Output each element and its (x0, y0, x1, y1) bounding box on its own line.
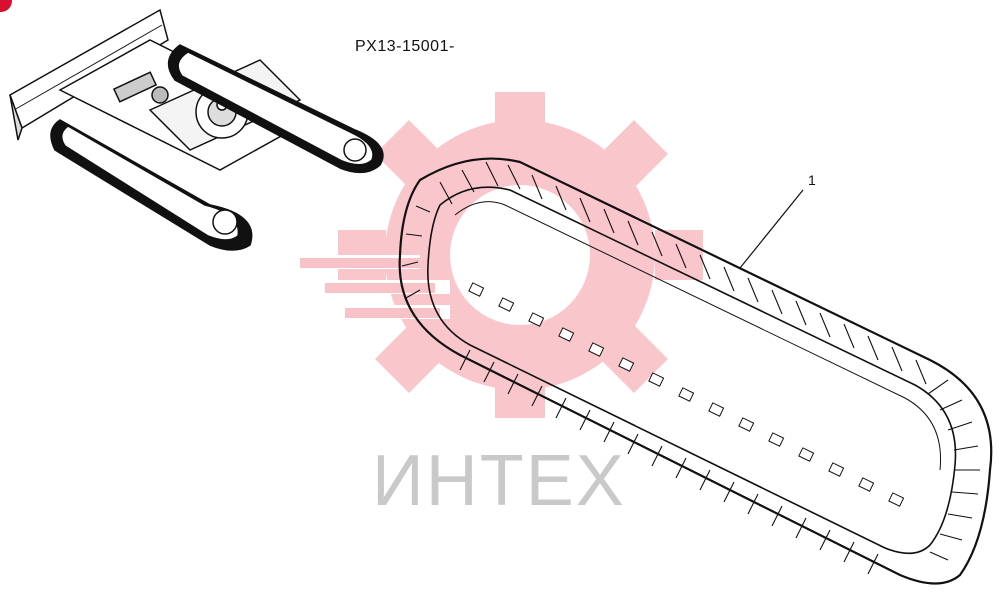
callout-number-1: 1 (808, 172, 816, 188)
watermark-text: ИНТЕХ (372, 441, 626, 521)
watermark-stripes (300, 258, 440, 318)
part-code-label: PX13-15001- (355, 38, 455, 55)
callout-leader-line (739, 189, 804, 269)
rubber-track (398, 157, 993, 585)
undercarriage-assembly (9, 8, 384, 251)
